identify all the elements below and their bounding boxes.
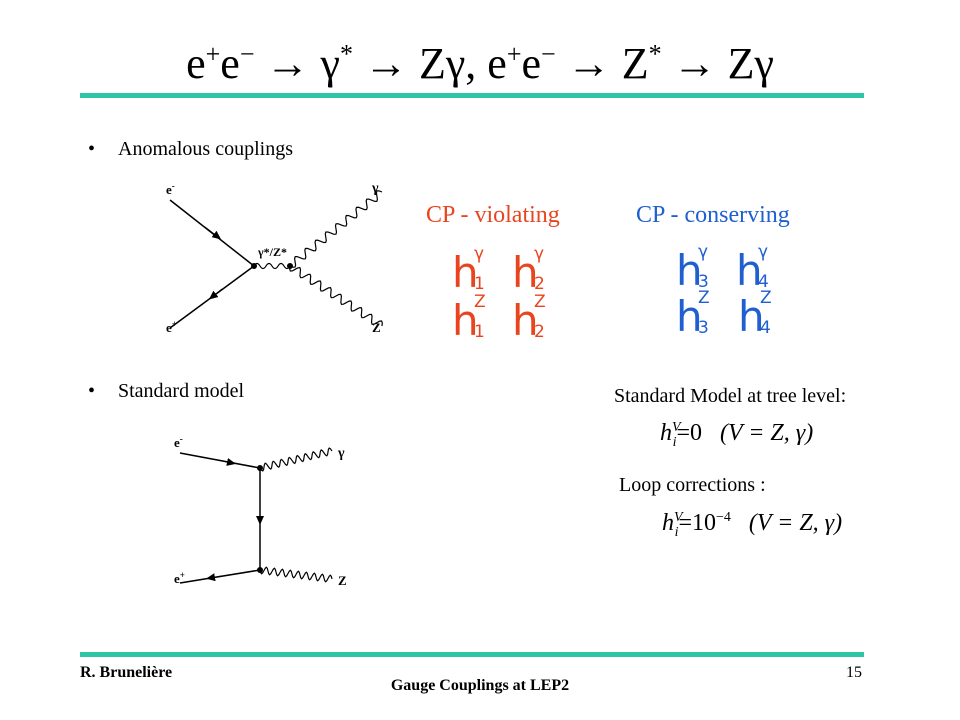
electron-arrow: [217, 458, 236, 466]
slide-title: e+e− → γ* → Zγ, e+e− → Z* → Zγ: [186, 39, 774, 88]
sm-tree-level-label: Standard Model at tree level:: [614, 385, 847, 407]
photon-out-wave: [259, 447, 333, 472]
label-z: Z: [338, 573, 347, 588]
label-e-plus: e+: [166, 319, 177, 335]
label-e-minus: e-: [166, 181, 175, 197]
positron-arrow: [206, 573, 223, 582]
page-number: 15: [846, 664, 862, 681]
loop-correction-equation: hVi=10−4 (V = Z, γ): [662, 510, 843, 540]
footer-author: R. Brunelière: [80, 664, 173, 681]
photon-out-wave: [289, 190, 383, 268]
label-gamma: γ: [371, 181, 379, 196]
label-gamma: γ: [337, 446, 345, 461]
cp-violating-heading: CP - violating: [426, 202, 560, 228]
title-divider: [80, 93, 864, 98]
label-mediator: γ*/Z*: [257, 245, 287, 259]
s-channel-feynman-diagram: e- e+ γ*/Z* γ Z: [166, 181, 383, 335]
footer-talk-title: Gauge Couplings at LEP2: [390, 677, 570, 694]
tree-level-equation: hVi=0 (V = Z, γ): [660, 420, 814, 450]
z-out-wave: [289, 265, 383, 327]
vertex-left: [251, 263, 257, 269]
loop-corrections-label: Loop corrections :: [619, 474, 766, 496]
t-channel-feynman-diagram: e- e+ γ Z: [174, 434, 347, 588]
z-out-wave: [259, 566, 333, 583]
label-e-plus: e+: [174, 570, 185, 586]
bullet-standard-model: •Standard model: [88, 380, 245, 402]
footer-divider: [80, 652, 864, 657]
bullet-anomalous-couplings: •Anomalous couplings: [88, 138, 293, 160]
propagator-wave: [253, 262, 291, 270]
cp-conserving-heading: CP - conserving: [636, 202, 790, 228]
electron-arrow: [204, 226, 222, 240]
label-e-minus: e-: [174, 434, 183, 450]
positron-arrow: [208, 288, 223, 300]
label-z: Z: [372, 320, 381, 335]
